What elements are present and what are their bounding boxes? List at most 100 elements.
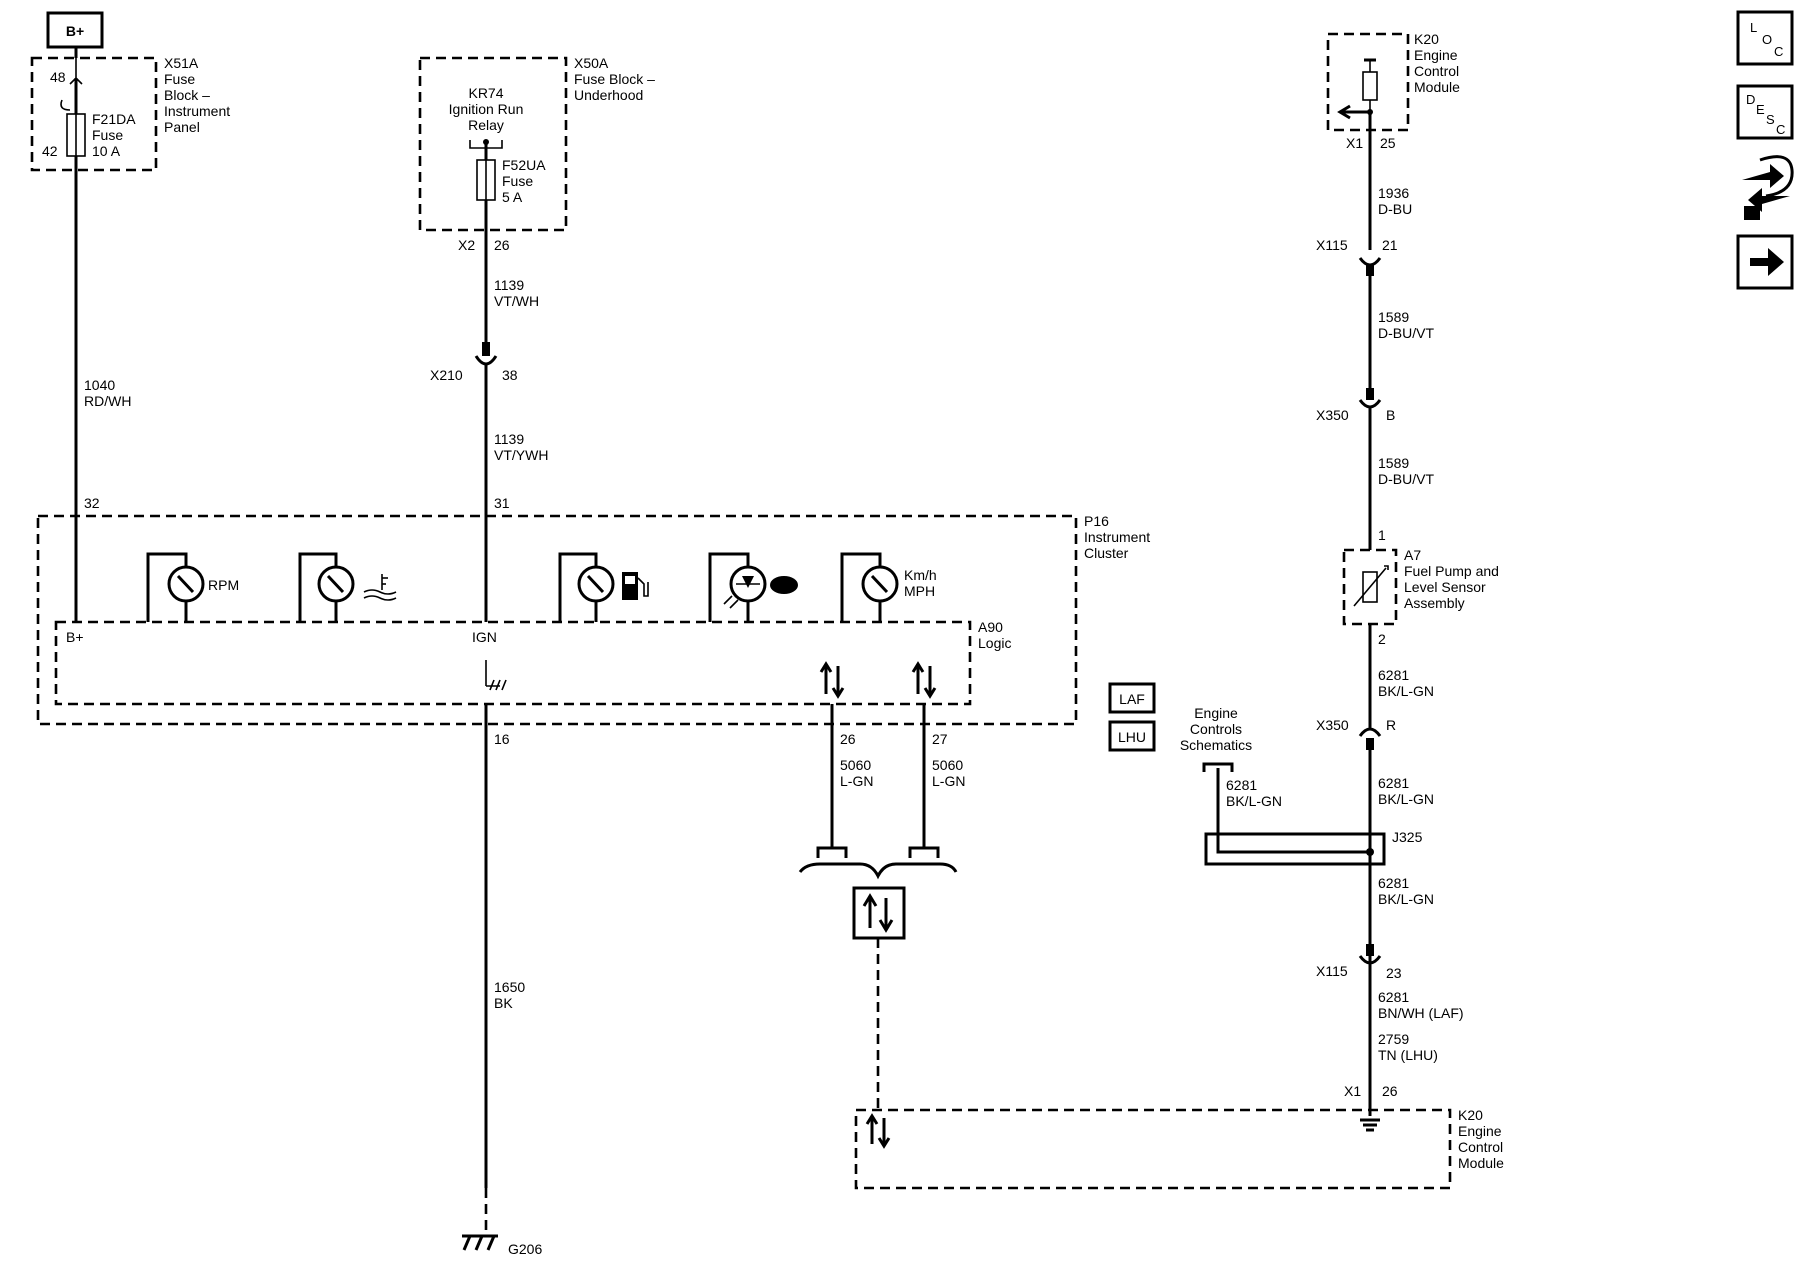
location-icon-button[interactable]: L O C <box>1736 10 1794 66</box>
x210-connector-icon <box>474 355 498 366</box>
f52ua-type: Fuse <box>502 173 533 189</box>
p16-ref: P16 <box>1084 513 1109 529</box>
x350a-ref: X350 <box>1316 407 1349 423</box>
k20-ground-icon <box>1360 1118 1380 1132</box>
ground-ref: G206 <box>508 1241 542 1257</box>
p16-name-1: Instrument <box>1084 529 1150 545</box>
w1650-circuit: 1650 <box>494 979 525 995</box>
network-arrows-icon <box>862 893 894 933</box>
gauge-rpm-label: RPM <box>208 577 239 593</box>
nav-desc-s: S <box>1766 112 1775 127</box>
serial-data-arrows-2-icon <box>911 661 937 699</box>
a7-name-1: Fuel Pump and <box>1404 563 1499 579</box>
w6281b-circuit: 6281 <box>1378 775 1409 791</box>
w1589a-color: D-BU/VT <box>1378 325 1434 341</box>
f52ua-rating: 5 A <box>502 189 523 205</box>
engine-ctrl-ref-3[interactable]: Schematics <box>1180 737 1252 753</box>
w5060b-color: L-GN <box>932 773 965 789</box>
x1b-ref: X1 <box>1344 1083 1361 1099</box>
option-lhu-box[interactable] <box>1108 720 1156 752</box>
light-rays-icon <box>723 595 739 609</box>
x50a-name-2: Underhood <box>574 87 643 103</box>
a7-name-3: Assembly <box>1404 595 1465 611</box>
k20-signal-arrow-icon <box>1337 104 1370 120</box>
f21da-ref: F21DA <box>92 111 136 127</box>
x210-ref: X210 <box>430 367 463 383</box>
w6281a-color: BK/L-GN <box>1378 683 1434 699</box>
splice-j325-box <box>1204 832 1386 866</box>
next-arrow-icon-button[interactable] <box>1736 234 1794 290</box>
a7-ref: A7 <box>1404 547 1421 563</box>
x51a-box <box>30 56 158 172</box>
k20-top-pin: 25 <box>1380 135 1396 151</box>
x115b-ref: X115 <box>1316 963 1348 979</box>
nav-loc-l: L <box>1750 20 1757 35</box>
w5060a-color: L-GN <box>840 773 873 789</box>
option-laf: LAF <box>1119 691 1145 707</box>
f21da-type: Fuse <box>92 127 123 143</box>
w1139a-color: VT/WH <box>494 293 539 309</box>
w6281a-circuit: 6281 <box>1378 667 1409 683</box>
option-laf-box[interactable] <box>1108 682 1156 714</box>
kr74-name-1: Ignition Run <box>449 101 524 117</box>
w6281d-circuit: 6281 <box>1378 875 1409 891</box>
x350b-pin: R <box>1386 717 1396 733</box>
w1589b-circuit: 1589 <box>1378 455 1409 471</box>
engine-ctrl-ref-1[interactable]: Engine <box>1194 705 1238 721</box>
w1936-circuit: 1936 <box>1378 185 1409 201</box>
x350a-pin: B <box>1386 407 1395 423</box>
k20-top-connector: X1 <box>1346 135 1363 151</box>
nav-desc-e: E <box>1756 102 1765 117</box>
k20-resistor-icon <box>1362 71 1378 101</box>
k20-bottom-name-2: Control <box>1458 1139 1503 1155</box>
gauge-speed-kmh: Km/h <box>904 567 937 583</box>
fuel-pump-icon <box>622 572 649 600</box>
a90-name: Logic <box>978 635 1011 651</box>
coolant-temp-icon <box>363 574 397 601</box>
x50a-connector: X2 <box>458 237 475 253</box>
engine-ctrl-ref-2[interactable]: Controls <box>1190 721 1242 737</box>
a90-ref: A90 <box>978 619 1003 635</box>
w2759-circuit: 2759 <box>1378 1031 1409 1047</box>
a90-ign-label: IGN <box>472 629 497 645</box>
p16-pin-gnd: 16 <box>494 731 510 747</box>
x50a-name-1: Fuse Block – <box>574 71 655 87</box>
gauge-coolant-temp <box>298 552 397 622</box>
x51a-pin-in: 48 <box>50 69 66 85</box>
gauge-speed: Km/h MPH <box>840 552 937 622</box>
network-brace <box>798 862 958 880</box>
p16-pin-can2: 27 <box>932 731 948 747</box>
k20-bottom-ref: K20 <box>1458 1107 1483 1123</box>
x350-r-connector-icon <box>1358 727 1382 737</box>
a7-pin-bot: 2 <box>1378 631 1386 647</box>
a90-box <box>54 620 972 706</box>
w1040-color: RD/WH <box>84 393 131 409</box>
description-icon-button[interactable]: D E S C <box>1736 84 1794 140</box>
p16-name-2: Cluster <box>1084 545 1129 561</box>
connector-icon-button[interactable] <box>1742 155 1794 220</box>
nav-loc-c: C <box>1774 44 1783 59</box>
x51a-name-3: Instrument <box>164 103 230 119</box>
k20-bottom-box <box>854 1108 1452 1190</box>
x210-pin: 38 <box>502 367 518 383</box>
w6281b-color: BK/L-GN <box>1378 791 1434 807</box>
ground-g206-icon <box>462 1234 498 1251</box>
k20-top-box <box>1326 32 1410 132</box>
w1589a-circuit: 1589 <box>1378 309 1409 325</box>
splice-ref: J325 <box>1392 829 1423 845</box>
x51a-name-4: Panel <box>164 119 200 135</box>
a7-pin-top: 1 <box>1378 527 1386 543</box>
lamp-dot-icon <box>770 576 798 594</box>
x50a-pin: 26 <box>494 237 510 253</box>
x115b-pin: 23 <box>1386 965 1402 981</box>
nav-loc-o: O <box>1762 32 1772 47</box>
x115a-ref: X115 <box>1316 237 1348 253</box>
kr74-name-2: Relay <box>468 117 504 133</box>
w6281d-color: BK/L-GN <box>1378 891 1434 907</box>
k20-bottom-name-1: Engine <box>1458 1123 1502 1139</box>
fuel-level-sensor-icon <box>1362 571 1378 603</box>
w1589b-color: D-BU/VT <box>1378 471 1434 487</box>
p16-pin-ign: 31 <box>494 495 510 511</box>
x50a-ref: X50A <box>574 55 609 71</box>
f21da-rating: 10 A <box>92 143 121 159</box>
